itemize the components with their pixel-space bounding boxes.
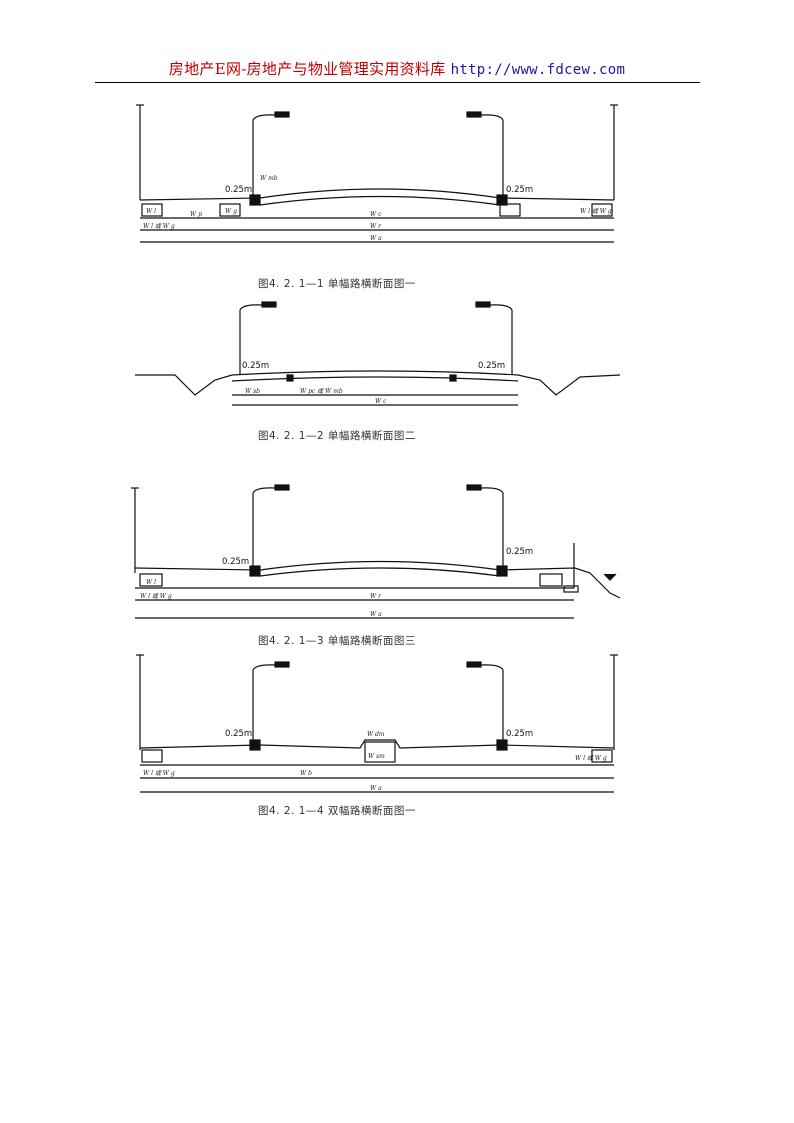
wl-label: W l [146, 208, 156, 215]
offset-label-left-3: 0.25m [222, 557, 249, 567]
offset-label-left: 0.25m [225, 185, 252, 195]
wc-label-2: W c [375, 398, 387, 405]
wr-label-3: W r [370, 593, 382, 600]
wb-label-4: W b [300, 770, 312, 777]
offset-label-right-3: 0.25m [506, 547, 533, 557]
wg-label: W g [225, 208, 237, 215]
figure-1: 0.25m 0.25m W l W l 或 W g W g W mb W c W… [0, 100, 794, 260]
wl-or-wg-label-right: W l 或 W g [580, 207, 612, 215]
figure-2-caption: 图4. 2. 1—2 单幅路横断面图二 [258, 430, 416, 442]
wsb-label-2: W sb [245, 388, 260, 395]
cross-section-diagram-4: 0.25m 0.25m W dm W sm W l 或 W g W l 或 W … [136, 654, 618, 793]
offset-label-right-2: 0.25m [478, 361, 505, 371]
wpb-or-wmb-label: W pc 或 W mb [300, 387, 343, 395]
wa-label-3: W a [370, 611, 382, 618]
wc-label: W c [370, 211, 382, 218]
figure-3-caption: 图4. 2. 1—3 单幅路横断面图三 [258, 635, 416, 647]
wr-label: W r [370, 223, 382, 230]
wl-or-wg-label-3: W l 或 W g [140, 592, 172, 600]
wmb-label: W mb [260, 175, 278, 182]
offset-label-left-4: 0.25m [225, 729, 252, 739]
wl-or-wg-label: W l 或 W g [143, 222, 175, 230]
page-header: 房地产E网-房地产与物业管理实用资料库 http://www.fdcew.com [0, 58, 794, 79]
offset-label-left-2: 0.25m [242, 361, 269, 371]
header-rule [95, 82, 700, 83]
cross-section-diagram-2: 0.25m 0.25m W pc 或 W mb W c W sb [135, 301, 621, 406]
cross-section-diagram-3: 0.25m 0.25m W l W l 或 W g W r W a [131, 484, 621, 619]
figure-2: 0.25m 0.25m W pc 或 W mb W c W sb [0, 295, 794, 415]
wsm-label: W sm [368, 753, 385, 760]
site-url-link[interactable]: http://www.fdcew.com [450, 62, 626, 78]
figure-4-caption: 图4. 2. 1—4 双幅路横断面图一 [258, 805, 416, 817]
wa-label-4: W a [370, 785, 382, 792]
wl-label-3: W l [146, 579, 156, 586]
offset-label-right: 0.25m [506, 185, 533, 195]
wdm-label: W dm [367, 731, 385, 738]
wl-or-wg-label-4-right: W l 或 W g [575, 754, 607, 762]
wl-or-wg-label-4: W l 或 W g [143, 769, 175, 777]
header-separator: - [241, 60, 247, 78]
site-name: 房地产E网 [168, 60, 242, 78]
figure-1-caption: 图4. 2. 1—1 单幅路横断面图一 [258, 278, 416, 290]
site-subtitle: 房地产与物业管理实用资料库 [246, 60, 446, 78]
wa-label: W a [370, 235, 382, 242]
cross-section-diagram-1: 0.25m 0.25m W l W l 或 W g W g W mb W c W… [136, 104, 618, 243]
figure-4: 0.25m 0.25m W dm W sm W l 或 W g W l 或 W … [0, 650, 794, 800]
wp-label: W p [190, 211, 202, 218]
offset-label-right-4: 0.25m [506, 729, 533, 739]
figure-3: 0.25m 0.25m W l W l 或 W g W r W a [0, 478, 794, 633]
